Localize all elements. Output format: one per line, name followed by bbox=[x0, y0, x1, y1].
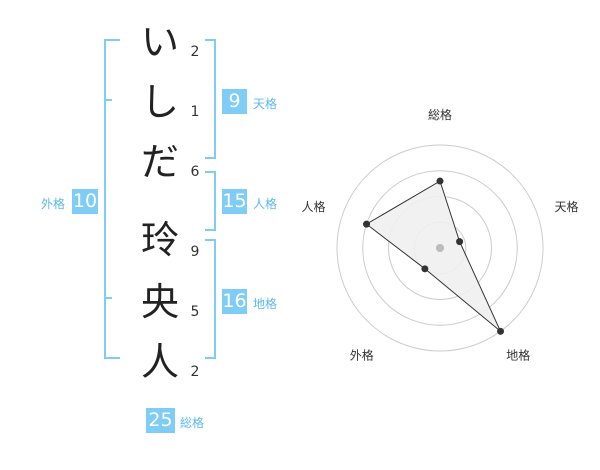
gaikaku-bracket bbox=[104, 39, 120, 359]
stroke-count-1: 2 bbox=[190, 44, 200, 60]
jinkaku-label: 人格 bbox=[253, 197, 278, 211]
name-char-6: 人 bbox=[140, 340, 179, 384]
stroke-count-4: 9 bbox=[190, 244, 200, 260]
radar-point-1 bbox=[436, 177, 444, 185]
radar-point-3 bbox=[497, 327, 505, 335]
jinkaku-value: 15 bbox=[222, 189, 247, 214]
gaikaku-value: 10 bbox=[72, 189, 98, 214]
radar-polygon bbox=[365, 180, 501, 332]
radar-ring-4 bbox=[336, 144, 544, 352]
radar-point-2 bbox=[456, 238, 464, 246]
tenkaku-value: 9 bbox=[222, 89, 247, 114]
name-char-1: い bbox=[140, 20, 179, 64]
stroke-count-5: 5 bbox=[190, 304, 200, 320]
gaikaku-label: 外格 bbox=[41, 197, 66, 211]
soukaku-value: 25 bbox=[146, 408, 175, 433]
soukaku-label: 総格 bbox=[180, 416, 205, 430]
stroke-count-3: 6 bbox=[190, 164, 200, 180]
radar-axis-label-3: 地格 bbox=[506, 348, 530, 363]
name-char-4: 玲 bbox=[140, 218, 179, 262]
radar-point-4 bbox=[421, 265, 429, 273]
radar-center-dot bbox=[436, 244, 444, 252]
tenkaku-label: 天格 bbox=[253, 97, 278, 111]
radar-axis-label-4: 外格 bbox=[350, 348, 374, 363]
radar-axis-label-1: 総格 bbox=[428, 107, 452, 122]
radar-axis-label-5: 人格 bbox=[301, 199, 325, 214]
chikaku-value: 16 bbox=[222, 289, 247, 314]
radar-ring-3 bbox=[362, 170, 518, 326]
jinkaku-bracket bbox=[205, 171, 216, 231]
chikaku-label: 地格 bbox=[253, 297, 278, 311]
stroke-count-6: 2 bbox=[190, 364, 200, 380]
tenkaku-bracket bbox=[205, 39, 216, 159]
name-char-3: だ bbox=[140, 140, 179, 184]
radar-axis-label-2: 天格 bbox=[554, 199, 578, 214]
name-char-5: 央 bbox=[140, 280, 179, 324]
stroke-count-2: 1 bbox=[190, 104, 200, 120]
radar-point-5 bbox=[363, 220, 371, 228]
name-char-2: し bbox=[140, 80, 179, 124]
radar-points bbox=[363, 177, 505, 335]
chikaku-bracket bbox=[205, 239, 216, 359]
